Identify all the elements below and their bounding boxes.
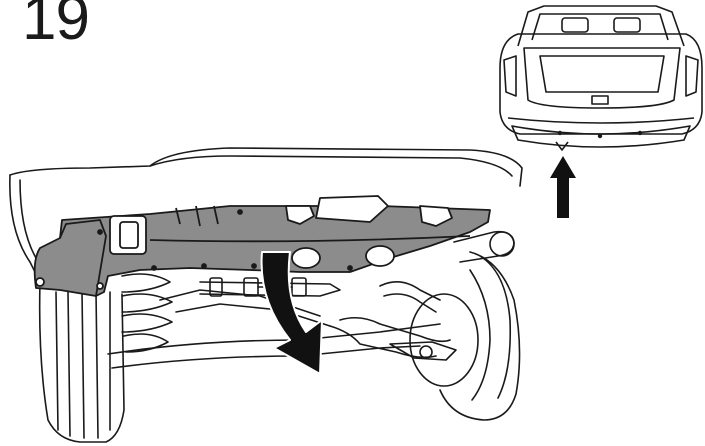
step-number: 19 bbox=[22, 0, 90, 53]
fastener bbox=[35, 277, 45, 287]
vehicle-rear-inset bbox=[499, 5, 703, 151]
body-shell bbox=[9, 147, 523, 187]
fastener bbox=[96, 282, 104, 290]
tire-right bbox=[409, 251, 521, 421]
up-arrow-icon bbox=[550, 156, 576, 218]
cover-cutout bbox=[315, 195, 389, 223]
exhaust-pipe bbox=[453, 230, 515, 263]
rear-bumper bbox=[511, 125, 691, 148]
tire-left bbox=[38, 281, 125, 443]
tail-light-right bbox=[685, 55, 699, 97]
coil-spring bbox=[121, 273, 173, 353]
latch bbox=[591, 95, 609, 105]
vehicle-underbody bbox=[9, 147, 523, 443]
tail-light-left bbox=[503, 55, 517, 97]
suspension-arm-right bbox=[339, 281, 451, 343]
curved-down-arrow-icon bbox=[260, 251, 323, 375]
seat-left bbox=[561, 17, 589, 33]
seat-right bbox=[613, 17, 641, 33]
